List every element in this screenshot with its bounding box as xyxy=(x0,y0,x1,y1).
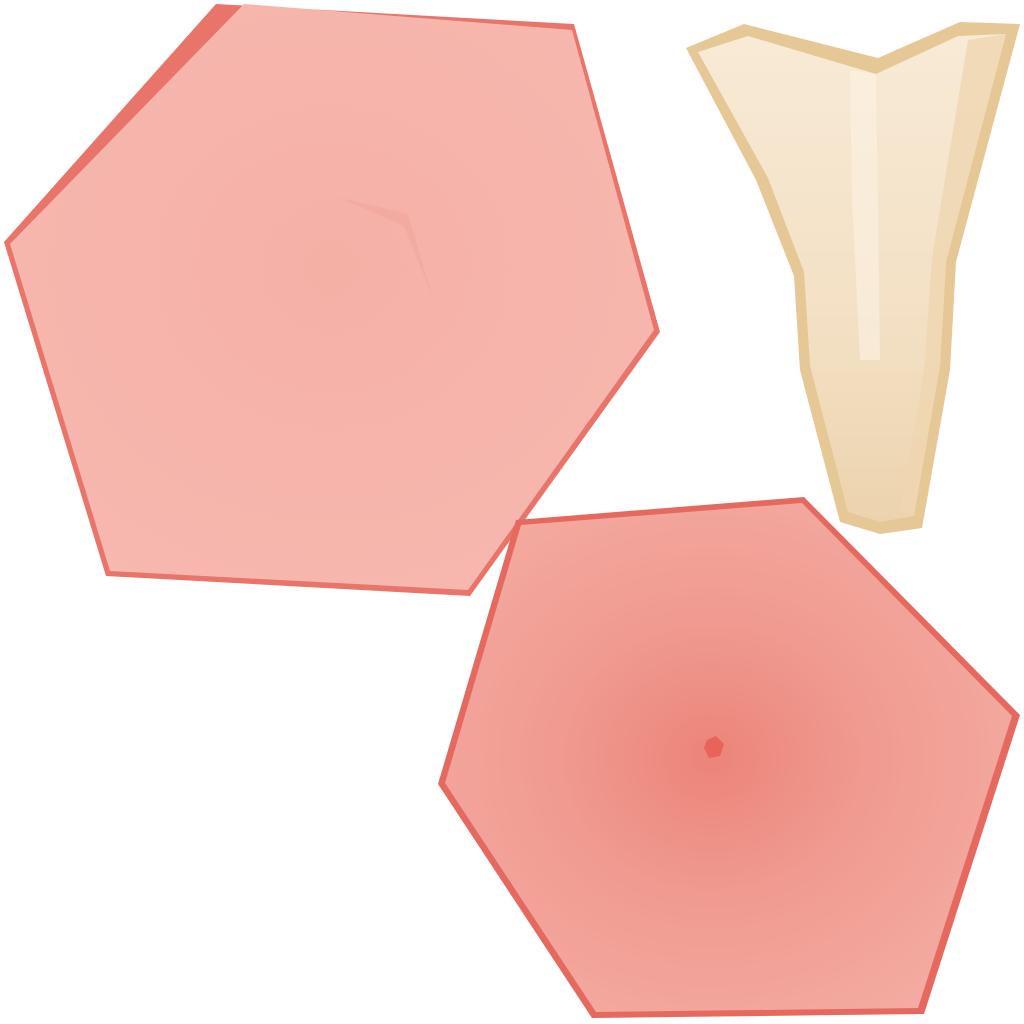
tapered-strip-highlight xyxy=(850,70,880,360)
hexagon-top-left-fold xyxy=(340,198,432,296)
hexagon-top-left-face xyxy=(10,4,654,590)
hexagon-piece-top-left xyxy=(4,4,660,596)
hexagon-bottom-right-face xyxy=(445,503,1012,1012)
tapered-strip-shade xyxy=(900,34,1006,516)
hexagon-bottom-right-center-dot xyxy=(704,736,724,758)
hexagon-piece-bottom-right xyxy=(438,497,1020,1018)
tapered-strip-piece xyxy=(686,22,1020,534)
